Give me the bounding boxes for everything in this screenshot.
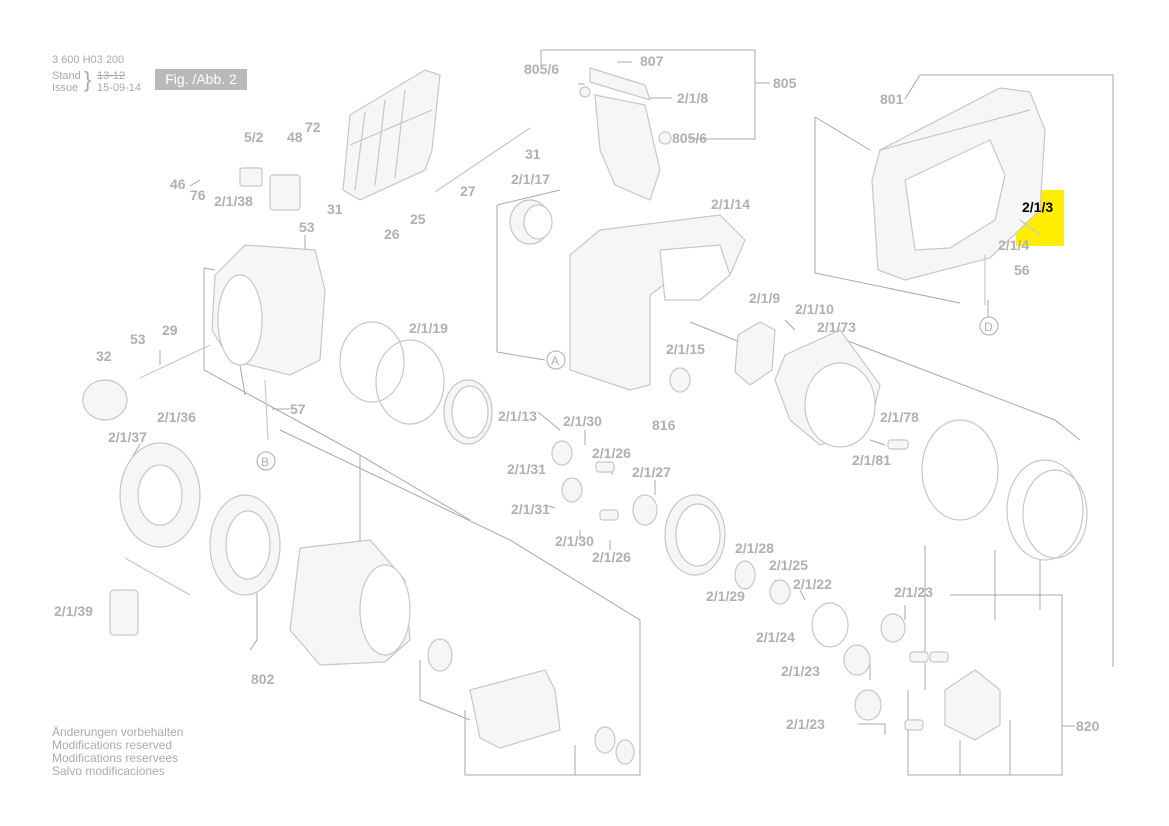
part-label: 2/1/26	[592, 549, 631, 565]
part-label: 2/1/78	[880, 409, 919, 425]
part-label: 2/1/37	[108, 429, 147, 445]
part-label: 2/1/22	[793, 576, 832, 592]
ref-circle-b	[256, 451, 276, 471]
note-de: Änderungen vorbehalten	[52, 725, 184, 739]
issue-label: Issue	[52, 82, 79, 94]
part-label: 2/1/31	[511, 501, 550, 517]
part-label: 2/1/23	[894, 584, 933, 600]
part-label: 2/1/17	[511, 171, 550, 187]
part-label: 2/1/15	[666, 341, 705, 357]
part-label: 2/1/23	[786, 716, 825, 732]
part-label: 2/1/36	[157, 409, 196, 425]
stand-label: Stand	[52, 70, 81, 82]
part-label: 2/1/14	[711, 196, 750, 212]
part-label: 27	[460, 183, 476, 199]
note-en: Modifications reserved	[52, 738, 173, 752]
part-label: 2/1/28	[735, 540, 774, 556]
part-label: 2/1/4	[998, 237, 1029, 253]
part-label: 53	[130, 331, 146, 347]
part-label: 2/1/29	[706, 588, 745, 604]
part-label: 2/1/19	[409, 320, 448, 336]
part-label: 31	[525, 146, 541, 162]
part-label: 2/1/24	[756, 629, 795, 645]
part-label: 2/1/30	[555, 533, 594, 549]
part-label: 2/1/27	[632, 464, 671, 480]
part-label: 57	[290, 401, 306, 417]
part-label: 2/1/10	[795, 301, 834, 317]
reference-letter-a: A	[551, 354, 559, 368]
part-label: 2/1/13	[498, 408, 537, 424]
issue-value: 15-09-14	[97, 82, 142, 94]
part-label: 807	[640, 53, 664, 69]
part-label: 2/1/25	[769, 557, 808, 573]
reference-circles	[256, 316, 999, 471]
part-label: 53	[299, 219, 315, 235]
ref-circle-d	[979, 316, 999, 336]
brace-icon: }	[84, 67, 92, 92]
part-label: 72	[305, 119, 321, 135]
part-label: 2/1/26	[592, 445, 631, 461]
part-label: 2/1/8	[677, 90, 708, 106]
modification-notes: Änderungen vorbehalten Modifications res…	[52, 726, 183, 778]
part-label: 805	[773, 75, 797, 91]
part-label: 2/1/31	[507, 461, 546, 477]
part-label: 26	[384, 226, 400, 242]
part-label: 2/1/81	[852, 452, 891, 468]
part-shapes	[82, 67, 1088, 765]
ref-circle-a	[546, 350, 566, 370]
part-label: 2/1/38	[214, 193, 253, 209]
stand-value: 13-12	[97, 70, 126, 82]
part-label: 2/1/73	[817, 319, 856, 335]
reference-letter-b: B	[261, 455, 269, 469]
part-label: 816	[652, 417, 676, 433]
part-label: 56	[1014, 262, 1030, 278]
part-label: 2/1/9	[749, 290, 780, 306]
part-label: 802	[251, 671, 275, 687]
part-number: 3 600 H03 200	[52, 54, 125, 66]
reference-letter-d: D	[984, 320, 993, 334]
part-label: 31	[327, 201, 343, 217]
part-label: 25	[410, 211, 426, 227]
part-label: 2/1/23	[781, 663, 820, 679]
part-labels: 805/6 807 805 2/1/8 805/6 801 2/1/3 2/1/4 56D 5/2…	[54, 53, 1100, 734]
part-label: 2/1/30	[563, 413, 602, 429]
part-label: 29	[162, 322, 178, 338]
part-label: 805/6	[672, 130, 707, 146]
part-label: 805/6	[524, 61, 559, 77]
part-label: 48	[287, 129, 303, 145]
part-label: 76	[190, 187, 206, 203]
leader-lines	[124, 49, 1114, 776]
part-label: 5/2	[244, 129, 264, 145]
figure-label: Fig. /Abb. 2	[155, 69, 247, 90]
part-label: 32	[96, 348, 112, 364]
highlighted-part-label: 2/1/3	[1022, 199, 1053, 215]
part-label: 2/1/39	[54, 603, 93, 619]
note-fr: Modifications reservees	[52, 751, 179, 765]
part-label: 46	[170, 176, 186, 192]
part-label: 801	[880, 91, 904, 107]
part-label: 820	[1076, 718, 1100, 734]
note-es: Salvo modificaciones	[52, 764, 165, 778]
